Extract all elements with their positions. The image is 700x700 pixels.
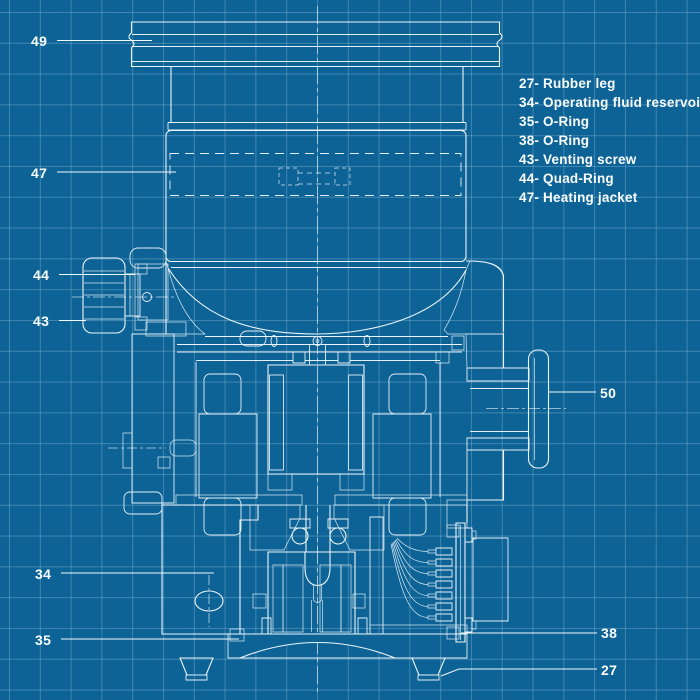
o-ring-section-38 [447, 627, 459, 639]
venting-port-cap [130, 248, 166, 268]
callout-34: 34 [35, 566, 52, 582]
leader-lines [57, 41, 597, 677]
motor-section [176, 345, 467, 535]
callout-43: 43 [33, 313, 50, 329]
legend-item-44: 44- Quad-Ring [519, 171, 614, 186]
screw-hole [364, 336, 370, 347]
callout-35: 35 [35, 632, 52, 648]
screw-hole [271, 336, 277, 347]
heater-band-hidden-lines [170, 154, 461, 196]
callout-47: 47 [31, 165, 48, 181]
center-axis-lines [72, 6, 566, 694]
o-ring-section-35 [230, 629, 244, 641]
callout-38: 38 [601, 625, 618, 641]
o-ring-section [447, 525, 459, 537]
stator-windings-right [373, 374, 431, 535]
legend-item-27: 27- Rubber leg [519, 76, 616, 91]
legend-item-34: 34- Operating fluid reservoir [519, 95, 700, 110]
connector-socket [473, 538, 508, 621]
venting-screw [83, 248, 168, 333]
o-ring-section [436, 352, 449, 363]
electrical-connector [391, 523, 508, 642]
upper-housing-bowl [146, 261, 504, 352]
quad-ring-section [135, 264, 147, 274]
connector-pins [428, 548, 452, 621]
pump-housing-right-wall [436, 334, 504, 528]
callout-44: 44 [33, 267, 50, 283]
upper-neck [168, 67, 466, 130]
screw-hole [313, 337, 322, 346]
o-ring-section [135, 317, 147, 330]
rubber-leg-left [180, 658, 213, 675]
connector-wires [391, 538, 428, 618]
ball-bearing [292, 528, 308, 544]
venting-screw-knob [83, 258, 125, 333]
ball-bearing [330, 528, 346, 544]
callout-27: 27 [601, 662, 618, 678]
venting-port-boss [138, 264, 168, 320]
callout-49: 49 [31, 33, 48, 49]
vent-hole [143, 293, 152, 302]
stator-windings-left [199, 374, 257, 535]
heating-jacket [166, 131, 466, 262]
side-port-flange [467, 350, 549, 468]
o-ring-section [452, 336, 464, 350]
bottom-plate [228, 625, 467, 658]
rubber-legs [180, 658, 445, 680]
rubber-leg-right [412, 658, 445, 675]
rotor [268, 365, 364, 490]
legend-item-47: 47- Heating jacket [519, 190, 638, 205]
port-flange-disc [529, 350, 549, 468]
sight-glass [195, 591, 223, 611]
pump-housing-left-wall [123, 334, 196, 514]
callout-50: 50 [600, 385, 617, 401]
parts-legend: 27- Rubber leg 34- Operating fluid reser… [519, 74, 700, 207]
feedthrough-plate [456, 523, 465, 642]
legend-item-38: 38- O-Ring [519, 133, 590, 148]
inlet-flange [129, 22, 502, 67]
legend-item-35: 35- O-Ring [519, 114, 590, 129]
legend-item-43: 43- Venting screw [519, 152, 637, 167]
bearing-assembly [250, 505, 384, 635]
oil-reservoir [162, 505, 383, 634]
